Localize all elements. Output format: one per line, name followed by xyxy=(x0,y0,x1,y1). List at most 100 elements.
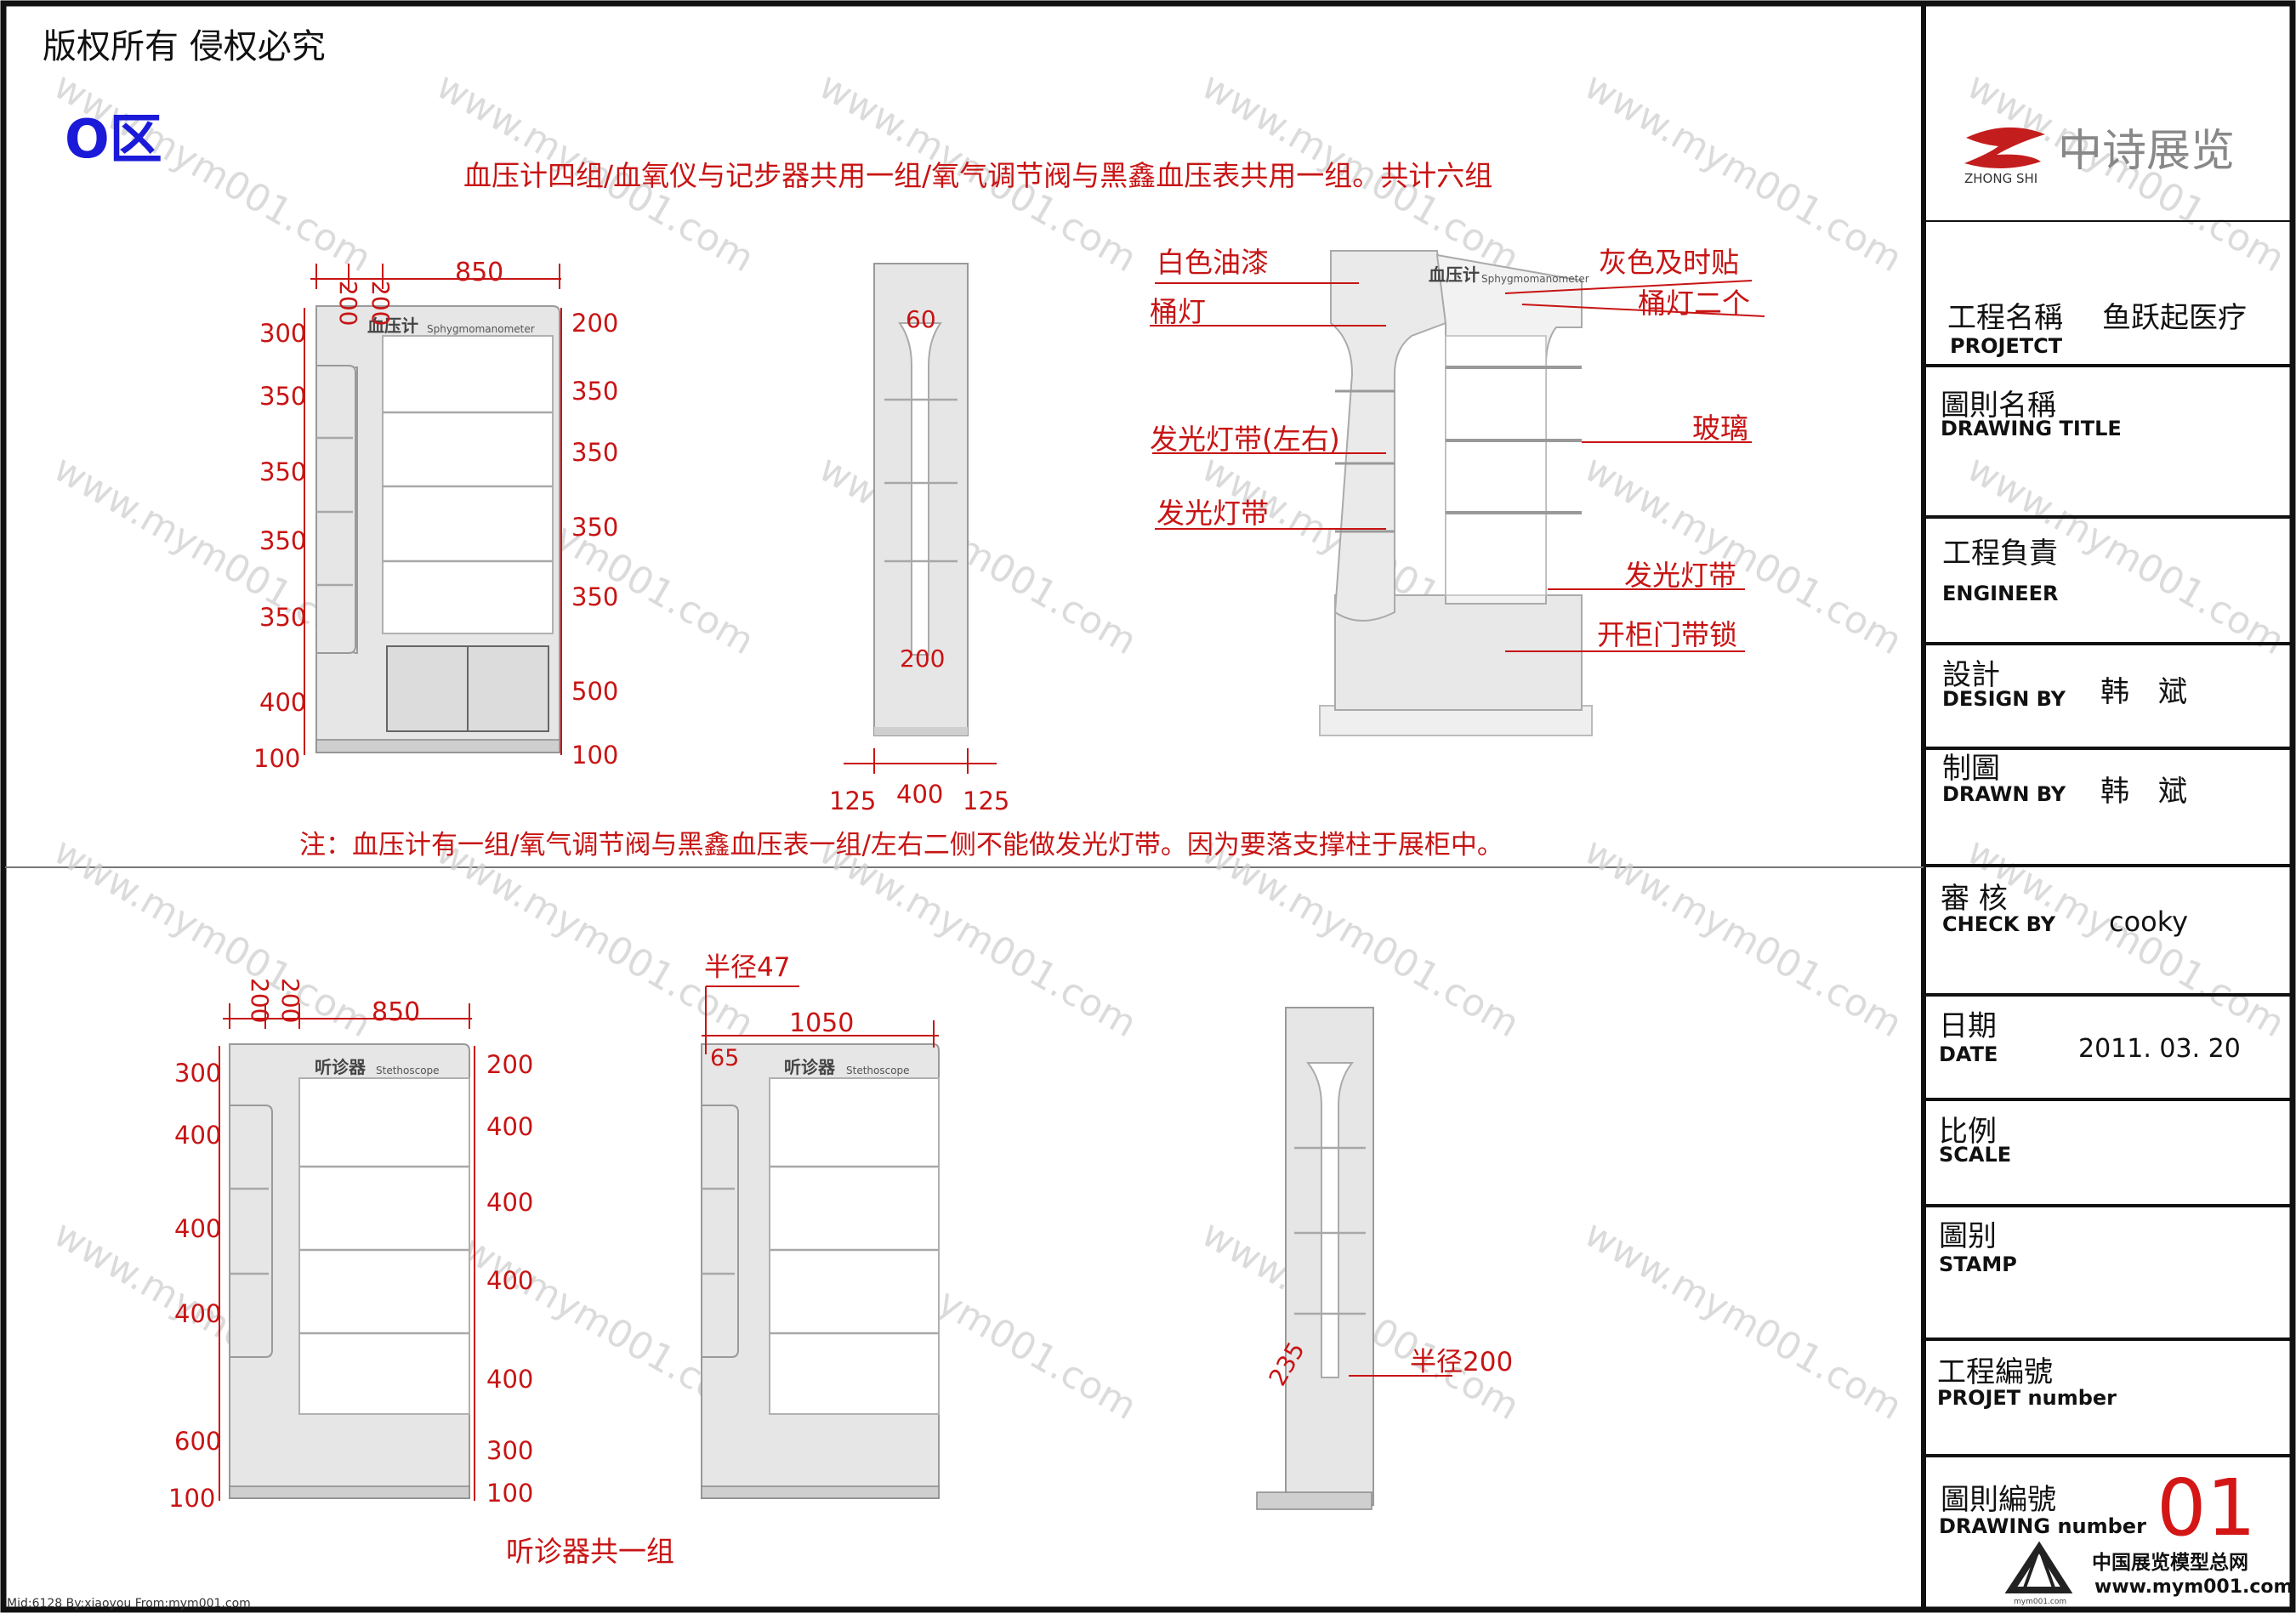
dim-label: 500 xyxy=(571,677,618,706)
design-label-en: DESIGN BY xyxy=(1942,687,2066,711)
side-view-bottom: 235 半径200 xyxy=(1256,1007,1513,1510)
dim-label: 125 xyxy=(829,787,876,815)
dim-label: 600 xyxy=(174,1427,221,1456)
projet-no-label-en: PROJET number xyxy=(1937,1386,2117,1410)
check-label-en: CHECK BY xyxy=(1942,912,2056,936)
stamp-label: 圖别 xyxy=(1939,1219,1997,1253)
drawing-no-label: 圖則編號 xyxy=(1941,1483,2056,1517)
display-opening xyxy=(769,1077,940,1415)
dim-label: 400 xyxy=(174,1299,221,1328)
middle-note: 注：血压计有一组/氧气调节阀与黑鑫血压表一组/左右二侧不能做发光灯带。因为要落支… xyxy=(299,830,1503,860)
render-top: 血压计 Sphygmomanometer 白色油漆 桶灯 发光灯带(左右) 发光… xyxy=(1150,246,1765,736)
radius-label: 半径47 xyxy=(704,952,790,983)
project-label-en: PROJETCT xyxy=(1950,334,2063,358)
header-note: 血压计四组/血氧仪与记步器共用一组/氧气调节阀与黑鑫血压表共用一组。共计六组 xyxy=(463,159,1492,192)
watermark: www.mym001.com xyxy=(1577,1212,1910,1428)
project-value: 鱼跃起医疗 xyxy=(2102,301,2247,335)
watermark: www.mym001.com xyxy=(47,64,379,281)
side-niche xyxy=(229,1105,273,1358)
front-cabinet-top: 血压计 Sphygmomanometer 200 200 850 300 350… xyxy=(253,258,618,773)
cabinet-brand: 听诊器 xyxy=(784,1057,836,1077)
copyright-text: 版权所有 侵权必究 xyxy=(43,27,326,66)
dim-label: 200 xyxy=(486,1050,533,1079)
company-name-en: ZHONG SHI xyxy=(1964,171,2037,186)
projet-no-label: 工程編號 xyxy=(1937,1355,2053,1389)
side-cutout xyxy=(1305,1062,1355,1378)
side-niche xyxy=(701,1105,739,1358)
dim-label: 850 xyxy=(455,258,503,287)
cabinet-brand: 听诊器 xyxy=(315,1057,367,1077)
dim-label: 400 xyxy=(259,688,306,717)
footer-left: Mid:6128 By:xiaoyou From:mym001.com xyxy=(7,1597,251,1610)
dim-label: 300 xyxy=(486,1436,533,1465)
side-plinth xyxy=(1256,1491,1372,1510)
dim-label: 200 xyxy=(276,978,304,1023)
stamp-label-en: STAMP xyxy=(1939,1252,2017,1276)
dim-label: 100 xyxy=(168,1484,215,1513)
watermark: www.mym001.com xyxy=(812,829,1145,1046)
site-name: 中国展览模型总网 xyxy=(2092,1551,2248,1574)
drawn-label-en: DRAWN BY xyxy=(1942,782,2066,806)
zone-label: O区 xyxy=(65,108,162,170)
drawing-no-value: 01 xyxy=(2157,1462,2256,1553)
design-value: 韩 斌 xyxy=(2100,675,2187,709)
cabinet-brand: 血压计 xyxy=(367,315,418,336)
cabinet-door-right xyxy=(467,645,549,732)
dim-label: 350 xyxy=(259,526,306,555)
display-opening xyxy=(382,335,554,634)
dim-label: 400 xyxy=(174,1121,221,1150)
dim-label: 200 xyxy=(334,281,362,326)
dim-label: 350 xyxy=(259,382,306,411)
watermark: www.mym001.com xyxy=(47,829,379,1046)
cabinet-door-left xyxy=(386,645,469,732)
site-logo-icon xyxy=(2022,1547,2056,1591)
check-label: 審 核 xyxy=(1941,882,2008,916)
company-logo: ZHONG SHI 中诗展览 xyxy=(1964,126,2235,186)
date-label: 日期 xyxy=(1939,1009,1997,1043)
dim-label: 100 xyxy=(253,744,300,773)
render-brand: 血压计 xyxy=(1429,264,1480,285)
dim-label: 100 xyxy=(486,1479,533,1508)
company-name: 中诗展览 xyxy=(2058,126,2235,177)
drawing-title-label: 圖則名稱 xyxy=(1941,389,2056,423)
drawing-no-label-en: DRAWING number xyxy=(1939,1514,2146,1538)
dim-label: 400 xyxy=(486,1365,533,1394)
dim-label: 300 xyxy=(174,1059,221,1088)
front-cabinet-bottom: 听诊器 Stethoscope 200 200 850 300 400 400 … xyxy=(168,978,674,1568)
callout-led-side: 发光灯带(左右) xyxy=(1150,423,1340,456)
render-side-panel xyxy=(1330,250,1447,622)
dim-label: 65 xyxy=(710,1045,739,1071)
engineer-label-en: ENGINEER xyxy=(1942,582,2058,605)
dim-label: 60 xyxy=(906,305,936,333)
dim-label: 350 xyxy=(259,457,306,486)
front-cabinet-bottom-2: 听诊器 Stethoscope 半径47 1050 65 xyxy=(701,952,940,1499)
date-value: 2011. 03. 20 xyxy=(2078,1034,2241,1064)
callout-spot-lights-two: 桶灯二个 xyxy=(1638,287,1750,320)
check-value: cooky xyxy=(2109,906,2188,938)
dim-label: 350 xyxy=(571,582,618,611)
cabinet-brand-en: Sphygmomanometer xyxy=(427,323,535,335)
cabinet-plinth xyxy=(315,739,560,753)
cabinet-brand-en: Stethoscope xyxy=(376,1065,440,1076)
dim-label: 350 xyxy=(571,377,618,406)
callout-glass: 玻璃 xyxy=(1692,412,1748,445)
site-logo-icon xyxy=(2004,1541,2073,1593)
leader-line xyxy=(1521,304,1765,317)
watermark: www.mym001.com xyxy=(1577,829,1910,1046)
watermark: www.mym001.com xyxy=(429,829,762,1046)
radius-label: 半径200 xyxy=(1410,1347,1513,1377)
dim-label: 300 xyxy=(259,319,306,348)
site-logo: mym001.com 中国展览模型总网 www.mym001.com xyxy=(2004,1541,2293,1606)
dim-label: 350 xyxy=(259,603,306,632)
drawn-value: 韩 斌 xyxy=(2100,775,2187,809)
dim-label: 400 xyxy=(486,1188,533,1217)
dim-label: 200 xyxy=(571,309,618,338)
watermark: www.mym001.com xyxy=(812,446,1145,663)
design-label: 設計 xyxy=(1942,658,2000,692)
dim-label: 100 xyxy=(571,741,618,770)
scale-label-en: SCALE xyxy=(1939,1143,2011,1167)
dim-label: 400 xyxy=(174,1214,221,1243)
